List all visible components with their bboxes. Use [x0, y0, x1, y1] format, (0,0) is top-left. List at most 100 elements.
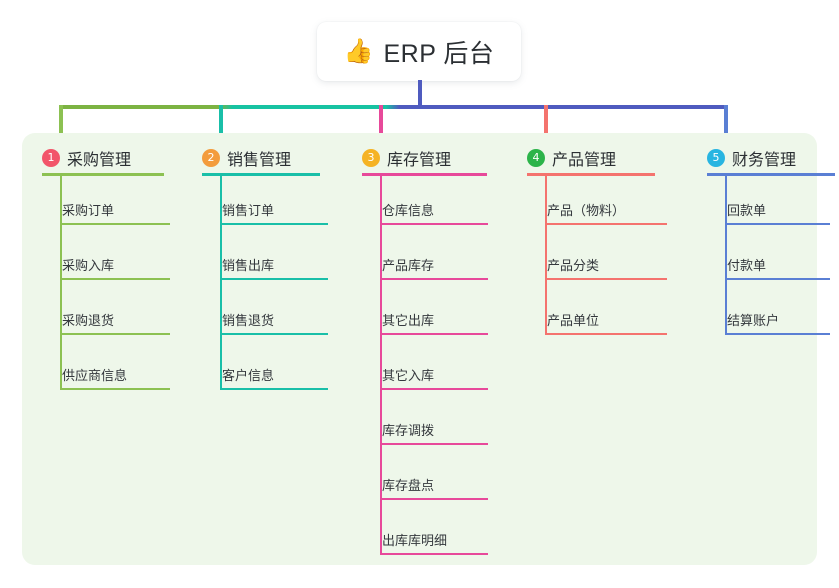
- leaf-item-rule: [220, 223, 328, 225]
- leaf-item[interactable]: 回款单: [707, 199, 830, 225]
- leaf-item-label: 销售订单: [222, 203, 275, 218]
- leaf-item-rule: [545, 333, 667, 335]
- leaf-item[interactable]: 产品（物料）: [527, 199, 667, 225]
- leaf-item[interactable]: 产品分类: [527, 254, 667, 280]
- column-header-rule: [42, 173, 164, 176]
- column-header-4[interactable]: 4 产品管理: [527, 146, 616, 170]
- connector-drop-1: [59, 105, 63, 150]
- column-spine: [220, 175, 222, 390]
- leaf-item-rule: [60, 388, 170, 390]
- column-header-3[interactable]: 3 库存管理: [362, 146, 451, 170]
- leaf-item-label: 结算账户: [727, 313, 780, 328]
- leaf-item-label: 其它入库: [382, 368, 435, 383]
- column-title: 库存管理: [387, 152, 452, 169]
- leaf-item-rule: [380, 333, 488, 335]
- horizontal-connector-bar: [59, 105, 726, 109]
- column-header-2[interactable]: 2 销售管理: [202, 146, 291, 170]
- column-header-rule: [527, 173, 655, 176]
- column-number-badge: 1: [42, 149, 60, 167]
- column-header-rule: [362, 173, 487, 176]
- leaf-item-label: 销售出库: [222, 258, 275, 273]
- column-number-badge: 2: [202, 149, 220, 167]
- leaf-item-label: 采购退货: [62, 313, 115, 328]
- leaf-item[interactable]: 库存调拨: [362, 419, 488, 445]
- root-connector-stem: [418, 80, 422, 108]
- column-header-rule: [202, 173, 320, 176]
- leaf-item-rule: [380, 388, 488, 390]
- leaf-item-label: 付款单: [727, 258, 767, 273]
- leaf-item-rule: [380, 223, 488, 225]
- leaf-item-rule: [60, 223, 170, 225]
- root-node-card[interactable]: 👍 ERP 后台: [317, 22, 521, 81]
- column-title: 销售管理: [227, 152, 292, 169]
- leaf-item[interactable]: 采购退货: [42, 309, 170, 335]
- leaf-item-label: 采购入库: [62, 258, 115, 273]
- leaf-item-rule: [545, 223, 667, 225]
- leaf-item-rule: [60, 278, 170, 280]
- leaf-item-label: 仓库信息: [382, 203, 435, 218]
- leaf-item-label: 出库库明细: [382, 533, 448, 548]
- column-number-badge: 3: [362, 149, 380, 167]
- leaf-item[interactable]: 结算账户: [707, 309, 830, 335]
- thumbs-up-icon: 👍: [343, 37, 374, 65]
- leaf-item-rule: [725, 278, 830, 280]
- column-title: 产品管理: [552, 152, 617, 169]
- leaf-item[interactable]: 其它出库: [362, 309, 488, 335]
- leaf-item[interactable]: 客户信息: [202, 364, 328, 390]
- leaf-item-rule: [380, 553, 488, 555]
- column-spine: [60, 175, 62, 390]
- column-title: 财务管理: [732, 152, 797, 169]
- leaf-item-rule: [60, 333, 170, 335]
- column-header-5[interactable]: 5 财务管理: [707, 146, 796, 170]
- leaf-item[interactable]: 采购入库: [42, 254, 170, 280]
- leaf-item-label: 采购订单: [62, 203, 115, 218]
- leaf-item[interactable]: 其它入库: [362, 364, 488, 390]
- connector-drop-5: [724, 105, 728, 150]
- leaf-item[interactable]: 销售退货: [202, 309, 328, 335]
- leaf-item-label: 销售退货: [222, 313, 275, 328]
- leaf-item[interactable]: 采购订单: [42, 199, 170, 225]
- leaf-item[interactable]: 仓库信息: [362, 199, 488, 225]
- leaf-item-rule: [220, 333, 328, 335]
- column-header-1[interactable]: 1 采购管理: [42, 146, 131, 170]
- leaf-item-label: 回款单: [727, 203, 767, 218]
- leaf-item-rule: [220, 388, 328, 390]
- leaf-item[interactable]: 销售订单: [202, 199, 328, 225]
- leaf-item-rule: [725, 333, 830, 335]
- leaf-item-label: 库存调拨: [382, 423, 435, 438]
- leaf-item-rule: [380, 278, 488, 280]
- column-number-badge: 5: [707, 149, 725, 167]
- leaf-item-label: 供应商信息: [62, 368, 128, 383]
- leaf-item-rule: [380, 443, 488, 445]
- leaf-item-rule: [380, 498, 488, 500]
- leaf-item-label: 产品库存: [382, 258, 435, 273]
- column-spine: [380, 175, 382, 555]
- leaf-item-label: 库存盘点: [382, 478, 435, 493]
- leaf-item-label: 产品分类: [547, 258, 600, 273]
- connector-drop-4: [544, 105, 548, 150]
- root-node-content: 👍 ERP 后台: [344, 34, 495, 70]
- leaf-item-rule: [545, 278, 667, 280]
- root-node-label: ERP 后台: [383, 39, 495, 68]
- leaf-item-label: 其它出库: [382, 313, 435, 328]
- connector-drop-2: [219, 105, 223, 150]
- leaf-item[interactable]: 产品单位: [527, 309, 667, 335]
- connector-drop-3: [379, 105, 383, 150]
- leaf-item[interactable]: 库存盘点: [362, 474, 488, 500]
- column-spine: [545, 175, 547, 335]
- column-title: 采购管理: [67, 152, 132, 169]
- leaf-item[interactable]: 供应商信息: [42, 364, 170, 390]
- leaf-item-label: 产品（物料）: [547, 203, 626, 218]
- leaf-item-label: 产品单位: [547, 313, 600, 328]
- leaf-item[interactable]: 销售出库: [202, 254, 328, 280]
- leaf-item-rule: [220, 278, 328, 280]
- column-header-rule: [707, 173, 835, 176]
- leaf-item[interactable]: 产品库存: [362, 254, 488, 280]
- tree-panel: 1 采购管理采购订单采购入库采购退货供应商信息 2 销售管理销售订单销售出库销售退货客…: [22, 133, 835, 565]
- leaf-item-rule: [725, 223, 830, 225]
- leaf-item-label: 客户信息: [222, 368, 275, 383]
- leaf-item[interactable]: 付款单: [707, 254, 830, 280]
- column-spine: [725, 175, 727, 335]
- column-number-badge: 4: [527, 149, 545, 167]
- leaf-item[interactable]: 出库库明细: [362, 529, 488, 555]
